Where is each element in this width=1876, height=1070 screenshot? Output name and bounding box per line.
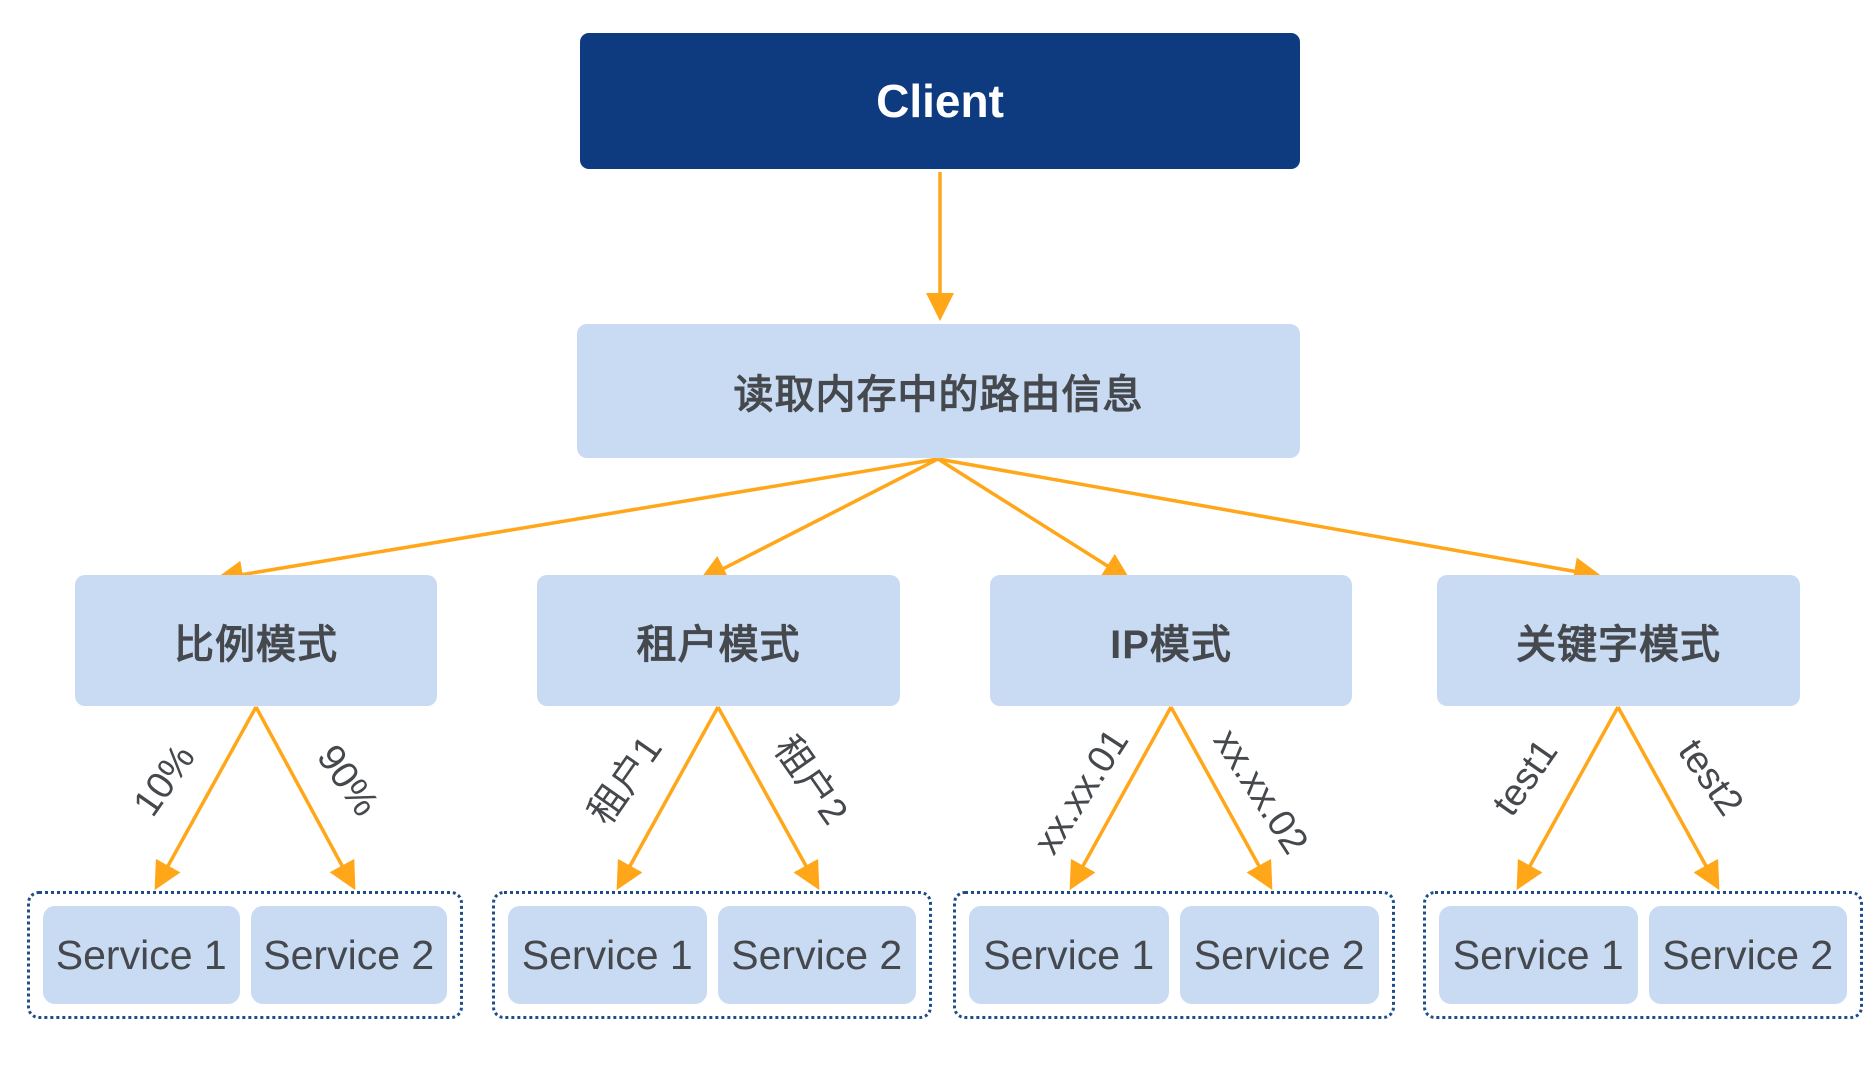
- branch-label-ip-left: xx.xx.01: [1026, 721, 1138, 862]
- service-node: Service 2: [250, 906, 447, 1004]
- service-node: Service 2: [1179, 906, 1379, 1004]
- arrow-router-to-ratio-mode: [215, 457, 939, 589]
- client-node: Client: [580, 33, 1300, 169]
- mode-node-tenant: 租户模式: [537, 575, 900, 706]
- service-node: Service 2: [717, 906, 916, 1004]
- arrow-router-to-keyword-mode: [937, 457, 1602, 586]
- branch-label-keyword-left: test1: [1484, 731, 1567, 824]
- service-node: Service 1: [43, 906, 240, 1004]
- branch-label-tenant-left: 租户1: [580, 728, 671, 833]
- service-group-ip: Service 1 Service 2: [953, 891, 1395, 1019]
- branch-label-ratio-right: 90%: [308, 737, 387, 824]
- mode-node-keyword: 关键字模式: [1437, 575, 1800, 706]
- branch-label-keyword-right: test2: [1669, 731, 1752, 824]
- branch-label-ratio-left: 10%: [125, 737, 204, 824]
- service-group-ratio: Service 1 Service 2: [27, 891, 463, 1019]
- service-group-keyword: Service 1 Service 2: [1423, 891, 1863, 1019]
- mode-node-ip: IP模式: [990, 575, 1352, 706]
- branch-label-ip-right: xx.xx.02: [1204, 721, 1316, 862]
- arrow-router-to-ip-mode: [937, 457, 1131, 581]
- arrow-router-to-tenant-mode: [698, 457, 939, 582]
- mode-node-ratio: 比例模式: [75, 575, 437, 706]
- router-node: 读取内存中的路由信息: [577, 324, 1300, 458]
- service-node: Service 2: [1648, 906, 1847, 1004]
- branch-label-tenant-right: 租户2: [765, 728, 856, 833]
- service-node: Service 1: [1439, 906, 1638, 1004]
- service-node: Service 1: [508, 906, 707, 1004]
- service-group-tenant: Service 1 Service 2: [492, 891, 932, 1019]
- service-node: Service 1: [969, 906, 1169, 1004]
